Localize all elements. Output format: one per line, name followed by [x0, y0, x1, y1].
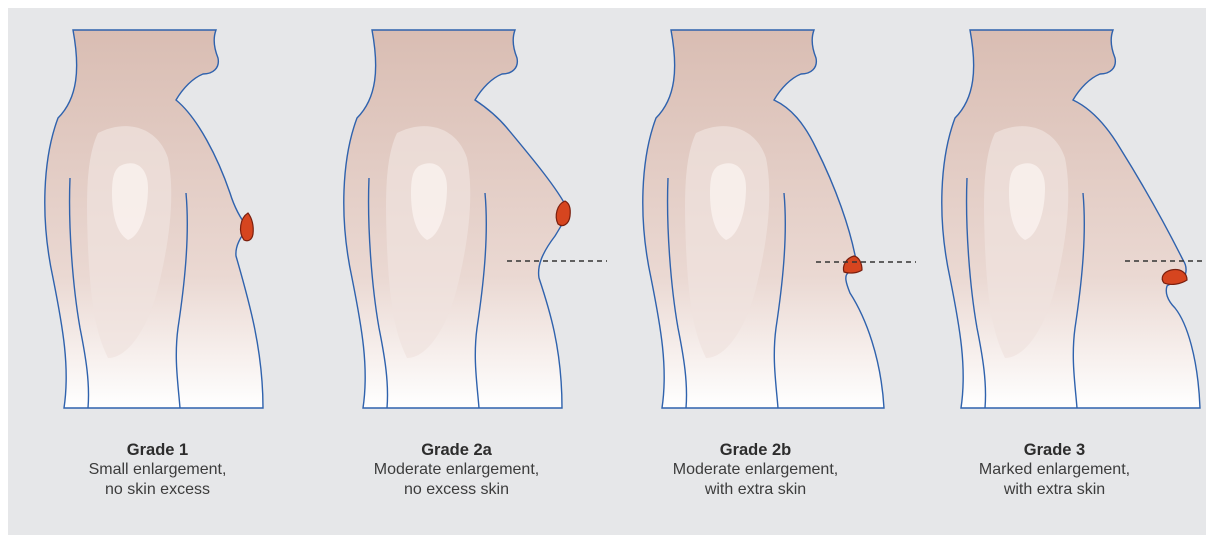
grade-3-panel: Grade 3 Marked enlargement, with extra s…: [905, 8, 1204, 535]
grade-2a-description: Moderate enlargement, no excess skin: [307, 460, 606, 500]
figure-frame: Grade 1 Small enlargement, no skin exces…: [8, 8, 1206, 535]
grade-1-panel: Grade 1 Small enlargement, no skin exces…: [8, 8, 307, 535]
grade-2a-caption: Grade 2a Moderate enlargement, no excess…: [307, 440, 606, 500]
grade-2b-caption: Grade 2b Moderate enlargement, with extr…: [606, 440, 905, 500]
nipple-icon: [241, 213, 254, 241]
grade-1-title: Grade 1: [8, 440, 307, 460]
grade-3-caption: Grade 3 Marked enlargement, with extra s…: [905, 440, 1204, 500]
grade-3-description: Marked enlargement, with extra skin: [905, 460, 1204, 500]
grade-1-caption: Grade 1 Small enlargement, no skin exces…: [8, 440, 307, 500]
grade-2b-title: Grade 2b: [606, 440, 905, 460]
grade-2a-panel: Grade 2a Moderate enlargement, no excess…: [307, 8, 606, 535]
grade-1-torso-illustration: [8, 8, 307, 428]
grade-2b-torso-illustration: [606, 8, 905, 428]
torso-body: [942, 30, 1200, 408]
grade-2b-description: Moderate enlargement, with extra skin: [606, 460, 905, 500]
grade-2b-panel: Grade 2b Moderate enlargement, with extr…: [606, 8, 905, 535]
grade-1-description: Small enlargement, no skin excess: [8, 460, 307, 500]
grade-2a-title: Grade 2a: [307, 440, 606, 460]
grade-2a-torso-illustration: [307, 8, 606, 428]
nipple-icon: [1162, 270, 1187, 285]
grade-3-torso-illustration: [905, 8, 1204, 428]
grade-3-title: Grade 3: [905, 440, 1204, 460]
